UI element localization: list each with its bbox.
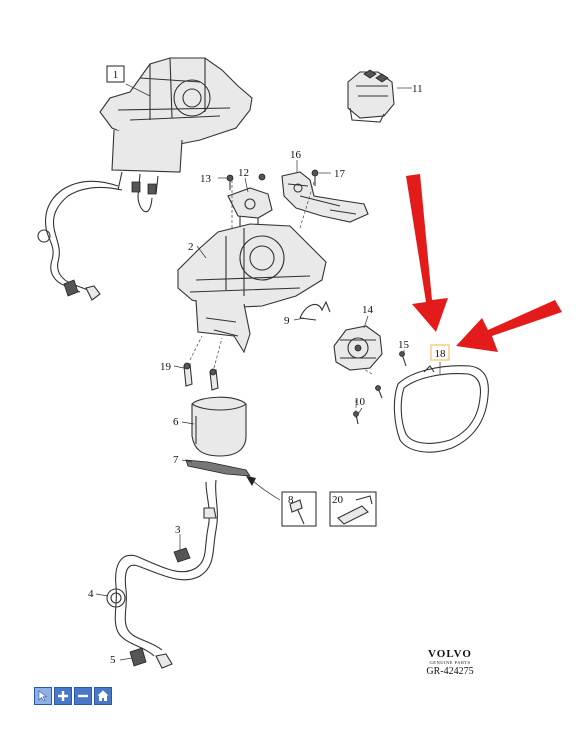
part-11[interactable] <box>347 69 395 123</box>
diagram-code: GR-424275 <box>426 666 474 677</box>
part-12-screw[interactable] <box>258 173 266 181</box>
plus-icon <box>58 691 68 701</box>
callout-13[interactable]: 13 <box>200 173 212 185</box>
part-8-box[interactable] <box>281 491 317 527</box>
callout-5[interactable]: 5 <box>110 654 116 666</box>
viewer-toolbar <box>34 687 112 705</box>
callout-16[interactable]: 16 <box>290 149 302 161</box>
callout-1[interactable]: 1 <box>106 65 125 83</box>
pointer-arrow-8-to-7 <box>249 477 281 501</box>
callout-2[interactable]: 2 <box>188 241 194 253</box>
part-12[interactable] <box>227 187 273 228</box>
harness-upper <box>44 180 119 293</box>
part-7-strip[interactable] <box>185 459 251 477</box>
callout-17[interactable]: 17 <box>334 168 346 180</box>
callout-9[interactable]: 9 <box>284 315 290 327</box>
part-18-mirror-glass[interactable] <box>393 365 489 453</box>
volvo-brand-block: VOLVO GENUINE PARTS GR-424275 <box>412 648 488 677</box>
callout-7[interactable]: 7 <box>173 454 179 466</box>
zoom-in-button[interactable] <box>54 687 72 705</box>
part-9-clip[interactable] <box>299 300 331 321</box>
home-icon <box>97 690 109 701</box>
callout-12[interactable]: 12 <box>238 167 249 179</box>
red-arrow-down <box>406 174 448 332</box>
callout-14[interactable]: 14 <box>362 304 374 316</box>
part-19-screws[interactable] <box>183 362 219 391</box>
part-2-housing[interactable] <box>177 223 327 354</box>
part-15-screw[interactable] <box>399 351 407 367</box>
harness-lower[interactable] <box>106 479 218 669</box>
genuine-parts-tag: GENUINE PARTS <box>429 660 471 665</box>
callout-10[interactable]: 10 <box>354 396 366 408</box>
part-6-cover[interactable] <box>191 396 247 457</box>
part-mirror-base[interactable] <box>99 57 253 197</box>
callout-20[interactable]: 20 <box>332 494 344 506</box>
zoom-out-button[interactable] <box>74 687 92 705</box>
callout-6[interactable]: 6 <box>173 416 179 428</box>
part-16-bracket[interactable] <box>281 171 369 223</box>
svg-text:1: 1 <box>113 69 119 81</box>
callout-18[interactable]: 18 <box>430 344 450 361</box>
svg-text:18: 18 <box>435 348 447 360</box>
cursor-icon <box>38 690 48 702</box>
callout-15[interactable]: 15 <box>398 339 410 351</box>
callout-4[interactable]: 4 <box>88 588 94 600</box>
volvo-logo: VOLVO <box>428 648 472 660</box>
callout-19[interactable]: 19 <box>160 361 172 373</box>
red-arrow-left <box>456 300 562 352</box>
callout-8[interactable]: 8 <box>288 494 294 506</box>
part-20-box[interactable] <box>329 491 377 527</box>
callout-11[interactable]: 11 <box>412 83 423 95</box>
home-button[interactable] <box>94 687 112 705</box>
pointer-tool-button[interactable] <box>34 687 52 705</box>
part-14-screw[interactable] <box>375 385 383 399</box>
leader-lines <box>95 83 441 661</box>
callout-3[interactable]: 3 <box>175 524 181 536</box>
part-14-motor[interactable] <box>333 325 383 371</box>
minus-icon <box>78 694 88 698</box>
part-10-screw[interactable] <box>353 411 359 425</box>
part-17-screw[interactable] <box>311 169 319 186</box>
